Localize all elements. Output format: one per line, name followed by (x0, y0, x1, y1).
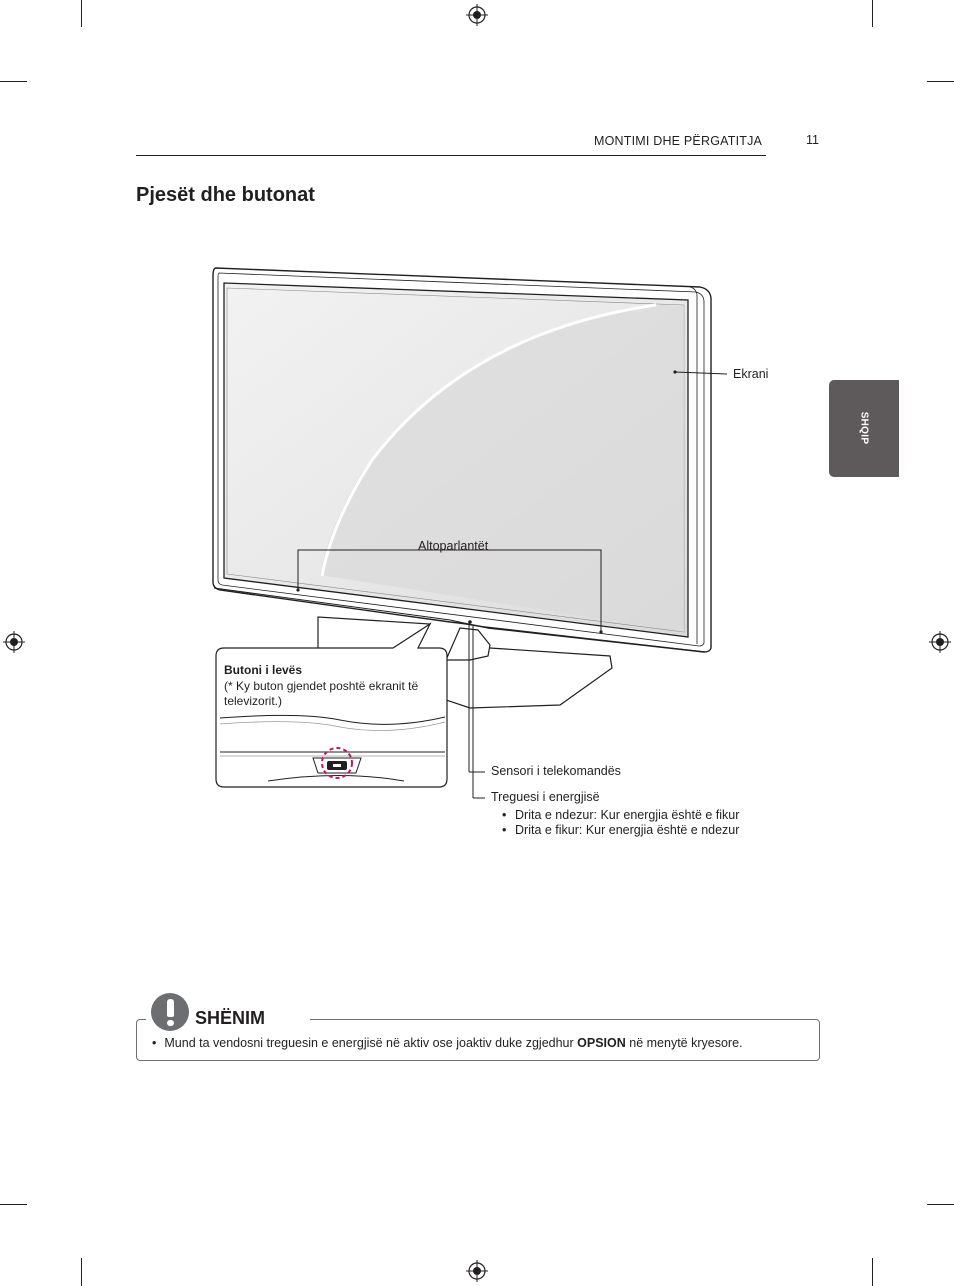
registration-mark-icon (466, 4, 488, 26)
note-heading: SHËNIM (195, 1008, 266, 1028)
tv-bezel (212, 267, 712, 653)
registration-mark-icon (3, 631, 25, 653)
leader-dots (296, 370, 677, 634)
language-tab: SHQIP (829, 380, 899, 477)
power-indicator-notes: Drita e ndezur: Kur energjia është e fik… (500, 808, 739, 838)
leader-lines (297, 371, 728, 799)
list-item: Drita e fikur: Kur energjia është e ndez… (500, 823, 739, 838)
label-power-indicator: Treguesi i energjisë (491, 790, 600, 804)
note-text-before: Mund ta vendosni treguesin e energjisë n… (164, 1036, 578, 1050)
joystick-highlight-icon (321, 747, 353, 779)
crop-mark (872, 0, 873, 27)
list-item: Drita e ndezur: Kur energjia është e fik… (500, 808, 739, 823)
callout-title: Butoni i levës (224, 663, 303, 677)
note-text: •Mund ta vendosni treguesin e energjisë … (152, 1036, 743, 1050)
label-speakers: Altoparlantët (418, 539, 489, 553)
header-rule (136, 155, 766, 156)
section-title: Pjesët dhe butonat (136, 184, 315, 206)
crop-mark (872, 1258, 873, 1286)
callout-text: (* Ky buton gjendet poshtë ekranit të te… (224, 679, 419, 708)
page-number: 11 (806, 133, 819, 147)
tv-stand (317, 616, 613, 709)
label-screen: Ekrani (733, 367, 769, 381)
crop-mark (0, 1204, 27, 1205)
crop-mark (0, 81, 27, 82)
label-remote-sensor: Sensori i telekomandës (491, 764, 621, 778)
joystick-callout (215, 622, 448, 788)
running-header: MONTIMI DHE PËRGATITJA (594, 134, 763, 148)
registration-mark-icon (929, 631, 951, 653)
crop-mark (927, 81, 954, 82)
note-text-bold: OPSION (577, 1036, 626, 1050)
crop-mark (927, 1204, 954, 1205)
registration-mark-icon (466, 1260, 488, 1282)
exclamation-icon (151, 993, 189, 1031)
tv-diagram (212, 267, 728, 799)
crop-mark (81, 1258, 82, 1286)
crop-mark (81, 0, 82, 27)
note-text-after: në menytë kryesore. (625, 1036, 743, 1050)
